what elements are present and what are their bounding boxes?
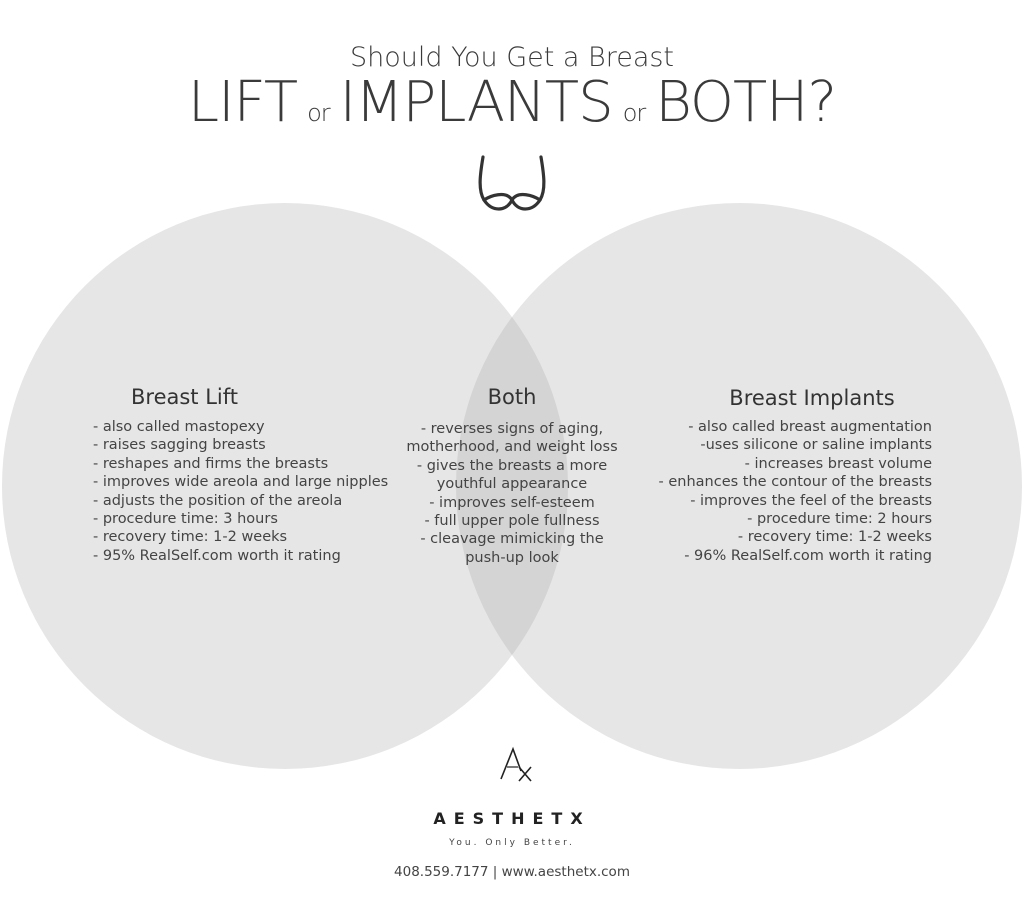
contact-info: 408.559.7177 | www.aesthetx.com: [394, 864, 630, 880]
title-word-or: or: [307, 99, 331, 127]
list-item: - improves wide areola and large nipples: [93, 474, 389, 491]
list-item: - recovery time: 1-2 weeks: [93, 529, 288, 546]
list-item: -uses silicone or saline implants: [700, 437, 932, 454]
title-word-both: BOTH?: [655, 70, 837, 135]
title-word-implants: IMPLANTS: [339, 70, 614, 135]
list-item: - increases breast volume: [744, 455, 932, 472]
left-list: - also called mastopexy - raises sagging…: [93, 418, 388, 565]
list-item: - adjusts the position of the areola: [93, 492, 343, 509]
list-item: motherhood, and weight loss: [406, 439, 618, 456]
right-heading: Breast Implants: [729, 386, 895, 410]
list-item: youthful appearance: [436, 476, 588, 493]
list-item: - procedure time: 3 hours: [93, 511, 278, 528]
middle-heading: Both: [487, 385, 537, 409]
left-circle: [2, 203, 568, 769]
list-item: - also called breast augmentation: [688, 419, 932, 435]
title-line-1: Should You Get a Breast: [349, 42, 675, 73]
title-word-lift: LIFT: [187, 70, 298, 135]
list-item: - also called mastopexy: [93, 419, 265, 435]
list-item: - full upper pole fullness: [424, 513, 600, 530]
bra-icon: [478, 155, 546, 211]
left-heading: Breast Lift: [131, 385, 239, 409]
list-item: push-up look: [465, 549, 559, 566]
list-item: - cleavage mimicking the: [420, 531, 604, 548]
list-item: - 96% RealSelf.com worth it rating: [684, 547, 932, 564]
list-item: - 95% RealSelf.com worth it rating: [93, 547, 341, 564]
brand-name: AESTHETX: [433, 809, 591, 828]
list-item: - enhances the contour of the breasts: [658, 474, 932, 491]
middle-list: - reverses signs of aging, motherhood, a…: [402, 420, 622, 567]
list-item: - improves self-esteem: [429, 494, 595, 511]
right-circle: [456, 203, 1022, 769]
title-line-2: LIFT or IMPLANTS or BOTH?: [0, 70, 1024, 135]
ax-monogram-logo: [500, 746, 532, 782]
list-item: - gives the breasts a more: [416, 457, 608, 474]
brand-tagline: You. Only Better.: [449, 838, 575, 848]
title-word-or: or: [622, 99, 647, 127]
right-list: - also called breast augmentation -uses …: [632, 418, 932, 565]
list-item: - recovery time: 1-2 weeks: [737, 529, 932, 546]
list-item: - reshapes and firms the breasts: [93, 455, 329, 472]
list-item: - reverses signs of aging,: [420, 421, 604, 437]
list-item: - improves the feel of the breasts: [690, 492, 932, 509]
list-item: - raises sagging breasts: [93, 437, 266, 454]
list-item: - procedure time: 2 hours: [747, 511, 932, 528]
